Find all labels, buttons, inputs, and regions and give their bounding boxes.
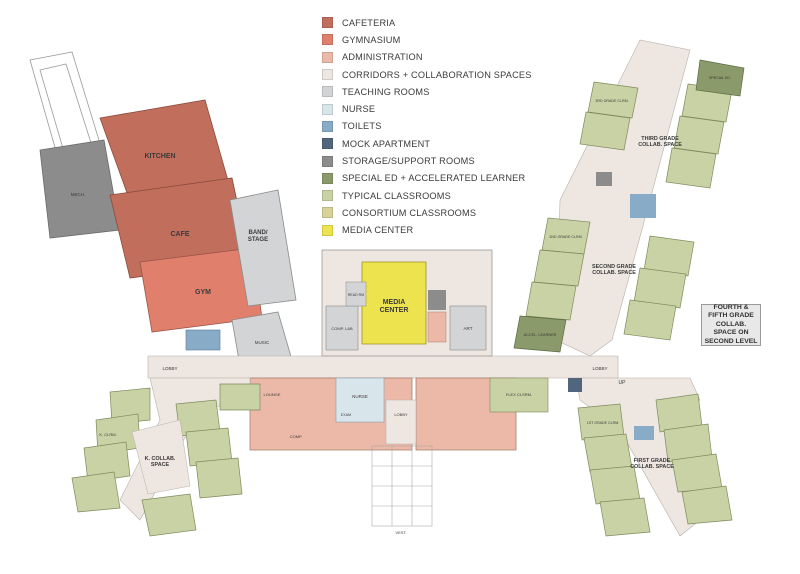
k-collab-space [131, 419, 191, 495]
legend-item: TOILETS [322, 118, 522, 135]
legend-label: CORRIDORS + COLLABORATION SPACES [342, 69, 532, 80]
legend-item: ADMINISTRATION [322, 49, 522, 66]
nurse-label: NURSE [352, 394, 368, 399]
legend-item: TEACHING ROOMS [322, 83, 522, 100]
music-label: MUSIC [255, 340, 270, 345]
media-office [427, 311, 447, 343]
comp-label: COMP. [290, 434, 303, 439]
legend-swatch [322, 69, 333, 81]
ne-toilets [630, 194, 656, 218]
legend-swatch [322, 138, 333, 150]
first-clrm-label: 1ST GRADE CLRM. [587, 421, 619, 425]
special-ed [695, 59, 745, 97]
nurse-suite [335, 377, 385, 423]
gym-toilets [185, 329, 221, 351]
legend-item: CORRIDORS + COLLABORATION SPACES [322, 66, 531, 83]
legend-label: TOILETS [342, 121, 382, 132]
read-room [345, 281, 367, 307]
second-clrm-label: 2ND GRADE CLRM. [549, 235, 582, 239]
lobby-label: LOBBY [162, 366, 177, 371]
vest-label: VEST. [395, 530, 406, 535]
third-clrm-label: 3RD GRADE CLRM. [595, 99, 628, 103]
legend-item: NURSE [322, 100, 522, 117]
media-center [361, 261, 427, 345]
legend-label: CONSORTIUM CLASSROOMS [342, 207, 477, 218]
legend-label: NURSE [342, 104, 376, 115]
legend-label: MEDIA CENTER [342, 225, 414, 236]
kitchen-label: KITCHEN [144, 153, 175, 160]
legend-item: CONSORTIUM CLASSROOMS [322, 204, 522, 221]
mock-apartment [568, 378, 582, 392]
legend-swatch [322, 103, 333, 115]
legend-label: MOCK APARTMENT [342, 138, 431, 149]
legend-item: GYMNASIUM [322, 31, 522, 48]
comp-lab-label: COMP. LAB [331, 326, 353, 331]
legend-swatch [322, 190, 333, 202]
cafe-label: CAFE [170, 231, 189, 238]
legend-item: MOCK APARTMENT [322, 135, 522, 152]
legend-swatch [322, 172, 333, 184]
legend-label: ADMINISTRATION [342, 52, 423, 63]
legend-item: STORAGE/SUPPORT ROOMS [322, 152, 522, 169]
legend-swatch [322, 34, 333, 46]
media-storage [428, 290, 446, 310]
accel-label: ACCEL. LEARNER [524, 333, 557, 337]
lobby-label-main: LOBBY [394, 412, 408, 417]
legend-label: STORAGE/SUPPORT ROOMS [342, 156, 475, 167]
up-label: UP [619, 380, 627, 386]
legend-item: SPECIAL ED + ACCELERATED LEARNER [322, 170, 526, 187]
read-room-label: READ RM [348, 293, 365, 297]
legend-label: GYMNASIUM [342, 34, 401, 45]
legend-label: TYPICAL CLASSROOMS [342, 190, 451, 201]
legend-swatch [322, 86, 333, 98]
admin-block [249, 377, 413, 451]
vestibule-canopy [371, 445, 433, 527]
special-ed-label: SPECIAL ED. [709, 76, 731, 80]
legend-item: TYPICAL CLASSROOMS [322, 187, 522, 204]
lounge-label: LOUNGE [264, 392, 281, 397]
mech-label: MECH. [71, 192, 86, 197]
second-level-note: FOURTH & FIFTH GRADE COLLAB. SPACE ON SE… [701, 304, 761, 346]
art-room [449, 305, 487, 351]
k-classrooms [71, 383, 261, 537]
accel-learner [513, 315, 567, 353]
exam-label: EXAM [341, 413, 351, 417]
legend-swatch [322, 51, 333, 63]
flex-classroom [489, 377, 549, 413]
legend-swatch [322, 17, 333, 29]
legend-swatch [322, 120, 333, 132]
legend-label: CAFETERIA [342, 17, 396, 28]
first-grade-classrooms [577, 393, 733, 537]
main-corridor [147, 355, 619, 379]
legend: CAFETERIA GYMNASIUM ADMINISTRATION CORRIDOR… [322, 14, 531, 239]
small-storage-a [60, 150, 94, 162]
lobby-label-east: LOBBY [592, 366, 607, 371]
legend-swatch [322, 207, 333, 219]
ne-storage [596, 172, 612, 186]
k-collab-label: K. COLLAB.SPACE [145, 456, 176, 468]
second-grade-classrooms [525, 217, 695, 341]
comp-lab [325, 305, 359, 351]
lobby-main [385, 399, 417, 445]
legend-swatch [322, 224, 333, 236]
band-stage [229, 189, 297, 307]
art-label: ART [464, 326, 473, 331]
legend-label: SPECIAL ED + ACCELERATED LEARNER [342, 173, 526, 184]
legend-item: CAFETERIA [322, 14, 522, 31]
legend-swatch [322, 155, 333, 167]
band-stage-label: BAND/STAGE [248, 230, 268, 243]
legend-item: MEDIA CENTER [322, 222, 522, 239]
k-clrm-label: K. CLRM. [99, 432, 116, 437]
first-toilets [634, 426, 654, 440]
legend-label: TEACHING ROOMS [342, 86, 430, 97]
flex-label: FLEX CLSRM. [506, 392, 532, 397]
gym-label: GYM [195, 289, 211, 296]
